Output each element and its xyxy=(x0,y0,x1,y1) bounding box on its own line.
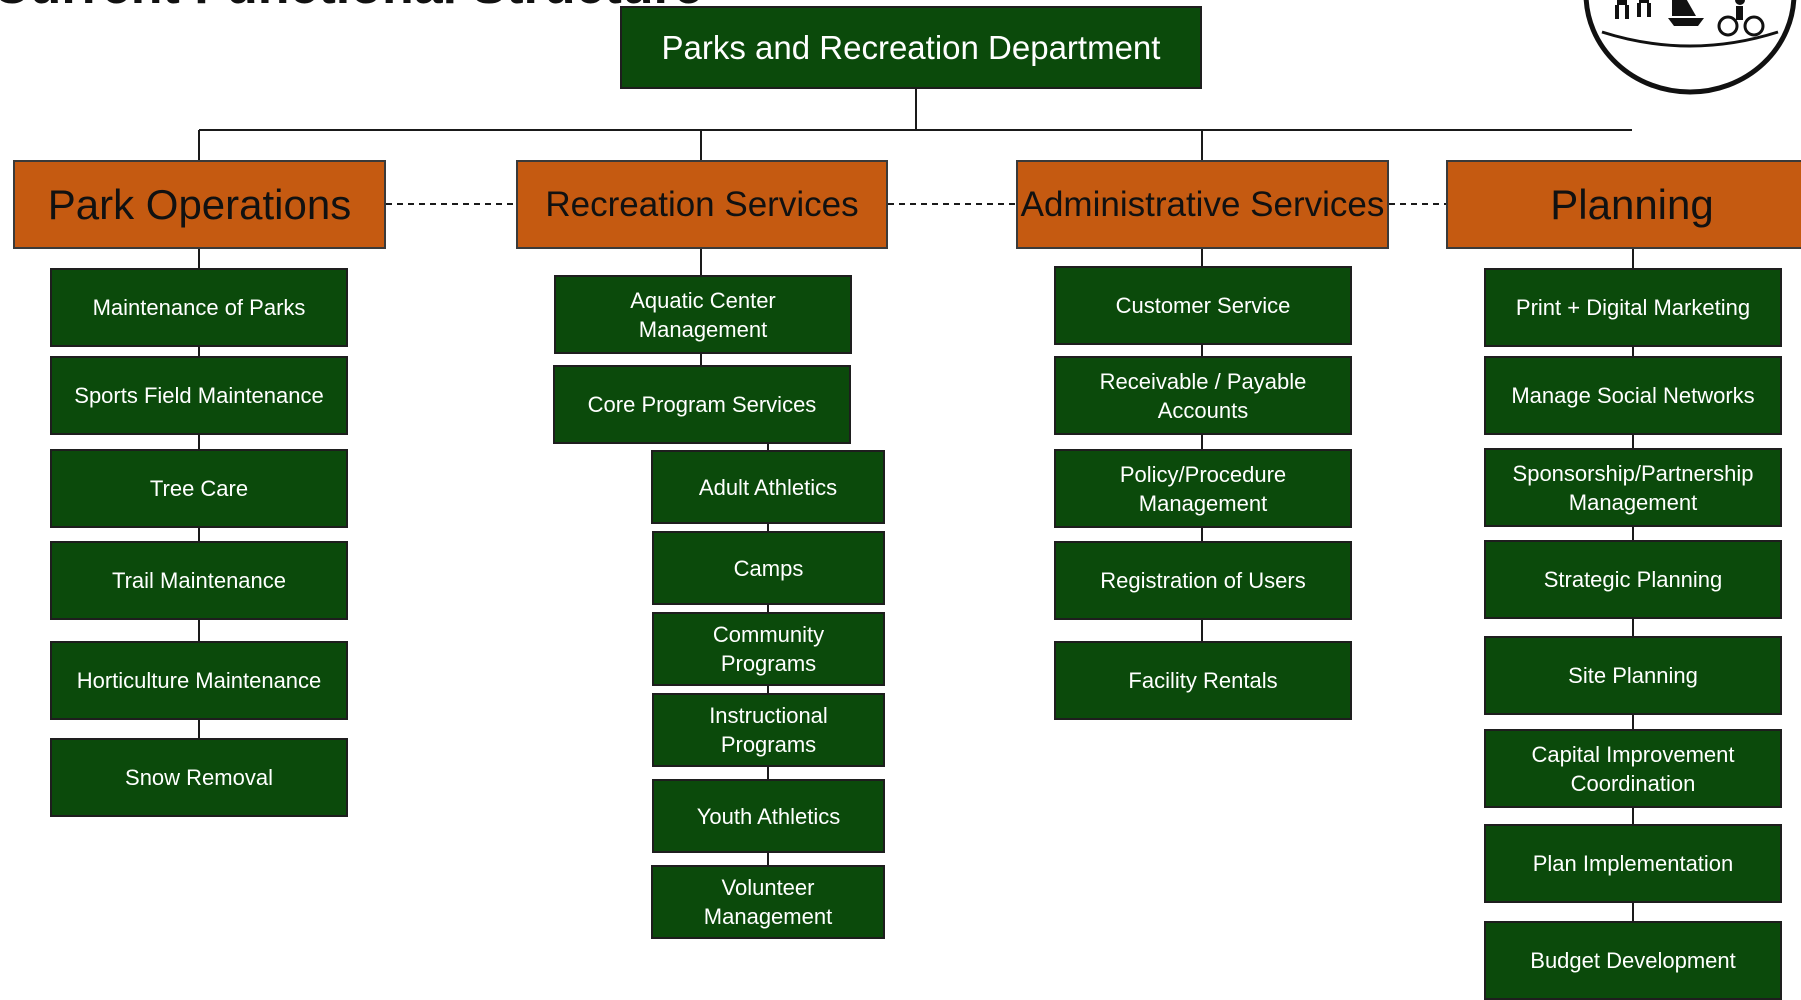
unit-box: Sponsorship/Partnership Management xyxy=(1484,448,1782,527)
unit-label: Policy/Procedure Management xyxy=(1119,461,1287,516)
unit-label: Sports Field Maintenance xyxy=(74,383,324,408)
unit-box: Snow Removal xyxy=(50,738,348,817)
unit-label: Print + Digital Marketing xyxy=(1515,295,1751,320)
unit-label: Customer Service xyxy=(1115,293,1291,318)
sub-unit-box: Volunteer Management xyxy=(651,865,885,939)
unit-box: Sports Field Maintenance xyxy=(50,356,348,435)
unit-label: Instructional Programs xyxy=(709,703,828,757)
dept-administrative-services: Administrative Services xyxy=(1016,160,1389,249)
unit-label: Youth Athletics xyxy=(696,803,841,829)
unit-label: Adult Athletics xyxy=(698,474,838,500)
unit-label: Snow Removal xyxy=(125,765,273,790)
sub-unit-box: Adult Athletics xyxy=(651,450,885,524)
unit-label: Receivable / Payable Accounts xyxy=(1099,368,1307,423)
unit-label: Horticulture Maintenance xyxy=(76,668,322,693)
dept-park-operations: Park Operations xyxy=(13,160,386,249)
unit-label: Plan Implementation xyxy=(1532,851,1734,876)
unit-label: Capital Improvement Coordination xyxy=(1531,741,1735,796)
unit-label: Budget Development xyxy=(1530,948,1736,973)
unit-label: Tree Care xyxy=(149,476,249,501)
unit-label: Core Program Services xyxy=(587,392,817,417)
unit-label: Aquatic Center Management xyxy=(630,287,776,342)
unit-box: Trail Maintenance xyxy=(50,541,348,620)
unit-box: Receivable / Payable Accounts xyxy=(1054,356,1352,435)
root-department-box: Parks and Recreation Department xyxy=(620,6,1202,89)
unit-box: Budget Development xyxy=(1484,921,1782,1000)
dept-label: Administrative Services xyxy=(1020,184,1385,224)
unit-label: Manage Social Networks xyxy=(1511,383,1755,408)
unit-label: Registration of Users xyxy=(1100,568,1306,593)
unit-box: Manage Social Networks xyxy=(1484,356,1782,435)
unit-box: Site Planning xyxy=(1484,636,1782,715)
unit-label: Maintenance of Parks xyxy=(92,295,306,320)
unit-box: Maintenance of Parks xyxy=(50,268,348,347)
unit-box: Customer Service xyxy=(1054,266,1352,345)
sub-unit-box: Instructional Programs xyxy=(652,693,885,767)
unit-label: Facility Rentals xyxy=(1128,668,1278,693)
sub-unit-box: Community Programs xyxy=(652,612,885,686)
parks-recreation-seal-icon xyxy=(1583,0,1797,95)
unit-box: Horticulture Maintenance xyxy=(50,641,348,720)
unit-box: Facility Rentals xyxy=(1054,641,1352,720)
slide-title: Current Functional Structure xyxy=(0,0,703,16)
unit-box: Policy/Procedure Management xyxy=(1054,449,1352,528)
unit-label: Trail Maintenance xyxy=(111,568,287,593)
dept-label: Planning xyxy=(1550,180,1714,228)
unit-label: Strategic Planning xyxy=(1543,567,1723,592)
unit-label: Sponsorship/Partnership Management xyxy=(1512,460,1754,515)
unit-label: Volunteer Management xyxy=(703,875,833,929)
unit-box: Tree Care xyxy=(50,449,348,528)
unit-label: Camps xyxy=(733,555,804,581)
unit-label: Site Planning xyxy=(1568,663,1698,688)
dept-label: Park Operations xyxy=(47,180,352,228)
dept-label: Recreation Services xyxy=(545,184,859,224)
unit-box: Capital Improvement Coordination xyxy=(1484,729,1782,808)
unit-box: Strategic Planning xyxy=(1484,540,1782,619)
root-department-label: Parks and Recreation Department xyxy=(661,28,1161,66)
dept-recreation-services: Recreation Services xyxy=(516,160,888,249)
sub-unit-box: Youth Athletics xyxy=(652,779,885,853)
dept-planning: Planning xyxy=(1446,160,1801,249)
sub-unit-box: Camps xyxy=(652,531,885,605)
unit-box: Plan Implementation xyxy=(1484,824,1782,903)
unit-label: Community Programs xyxy=(712,622,825,676)
unit-box: Print + Digital Marketing xyxy=(1484,268,1782,347)
unit-box: Registration of Users xyxy=(1054,541,1352,620)
unit-box: Aquatic Center Management xyxy=(554,275,852,354)
unit-box: Core Program Services xyxy=(553,365,851,444)
